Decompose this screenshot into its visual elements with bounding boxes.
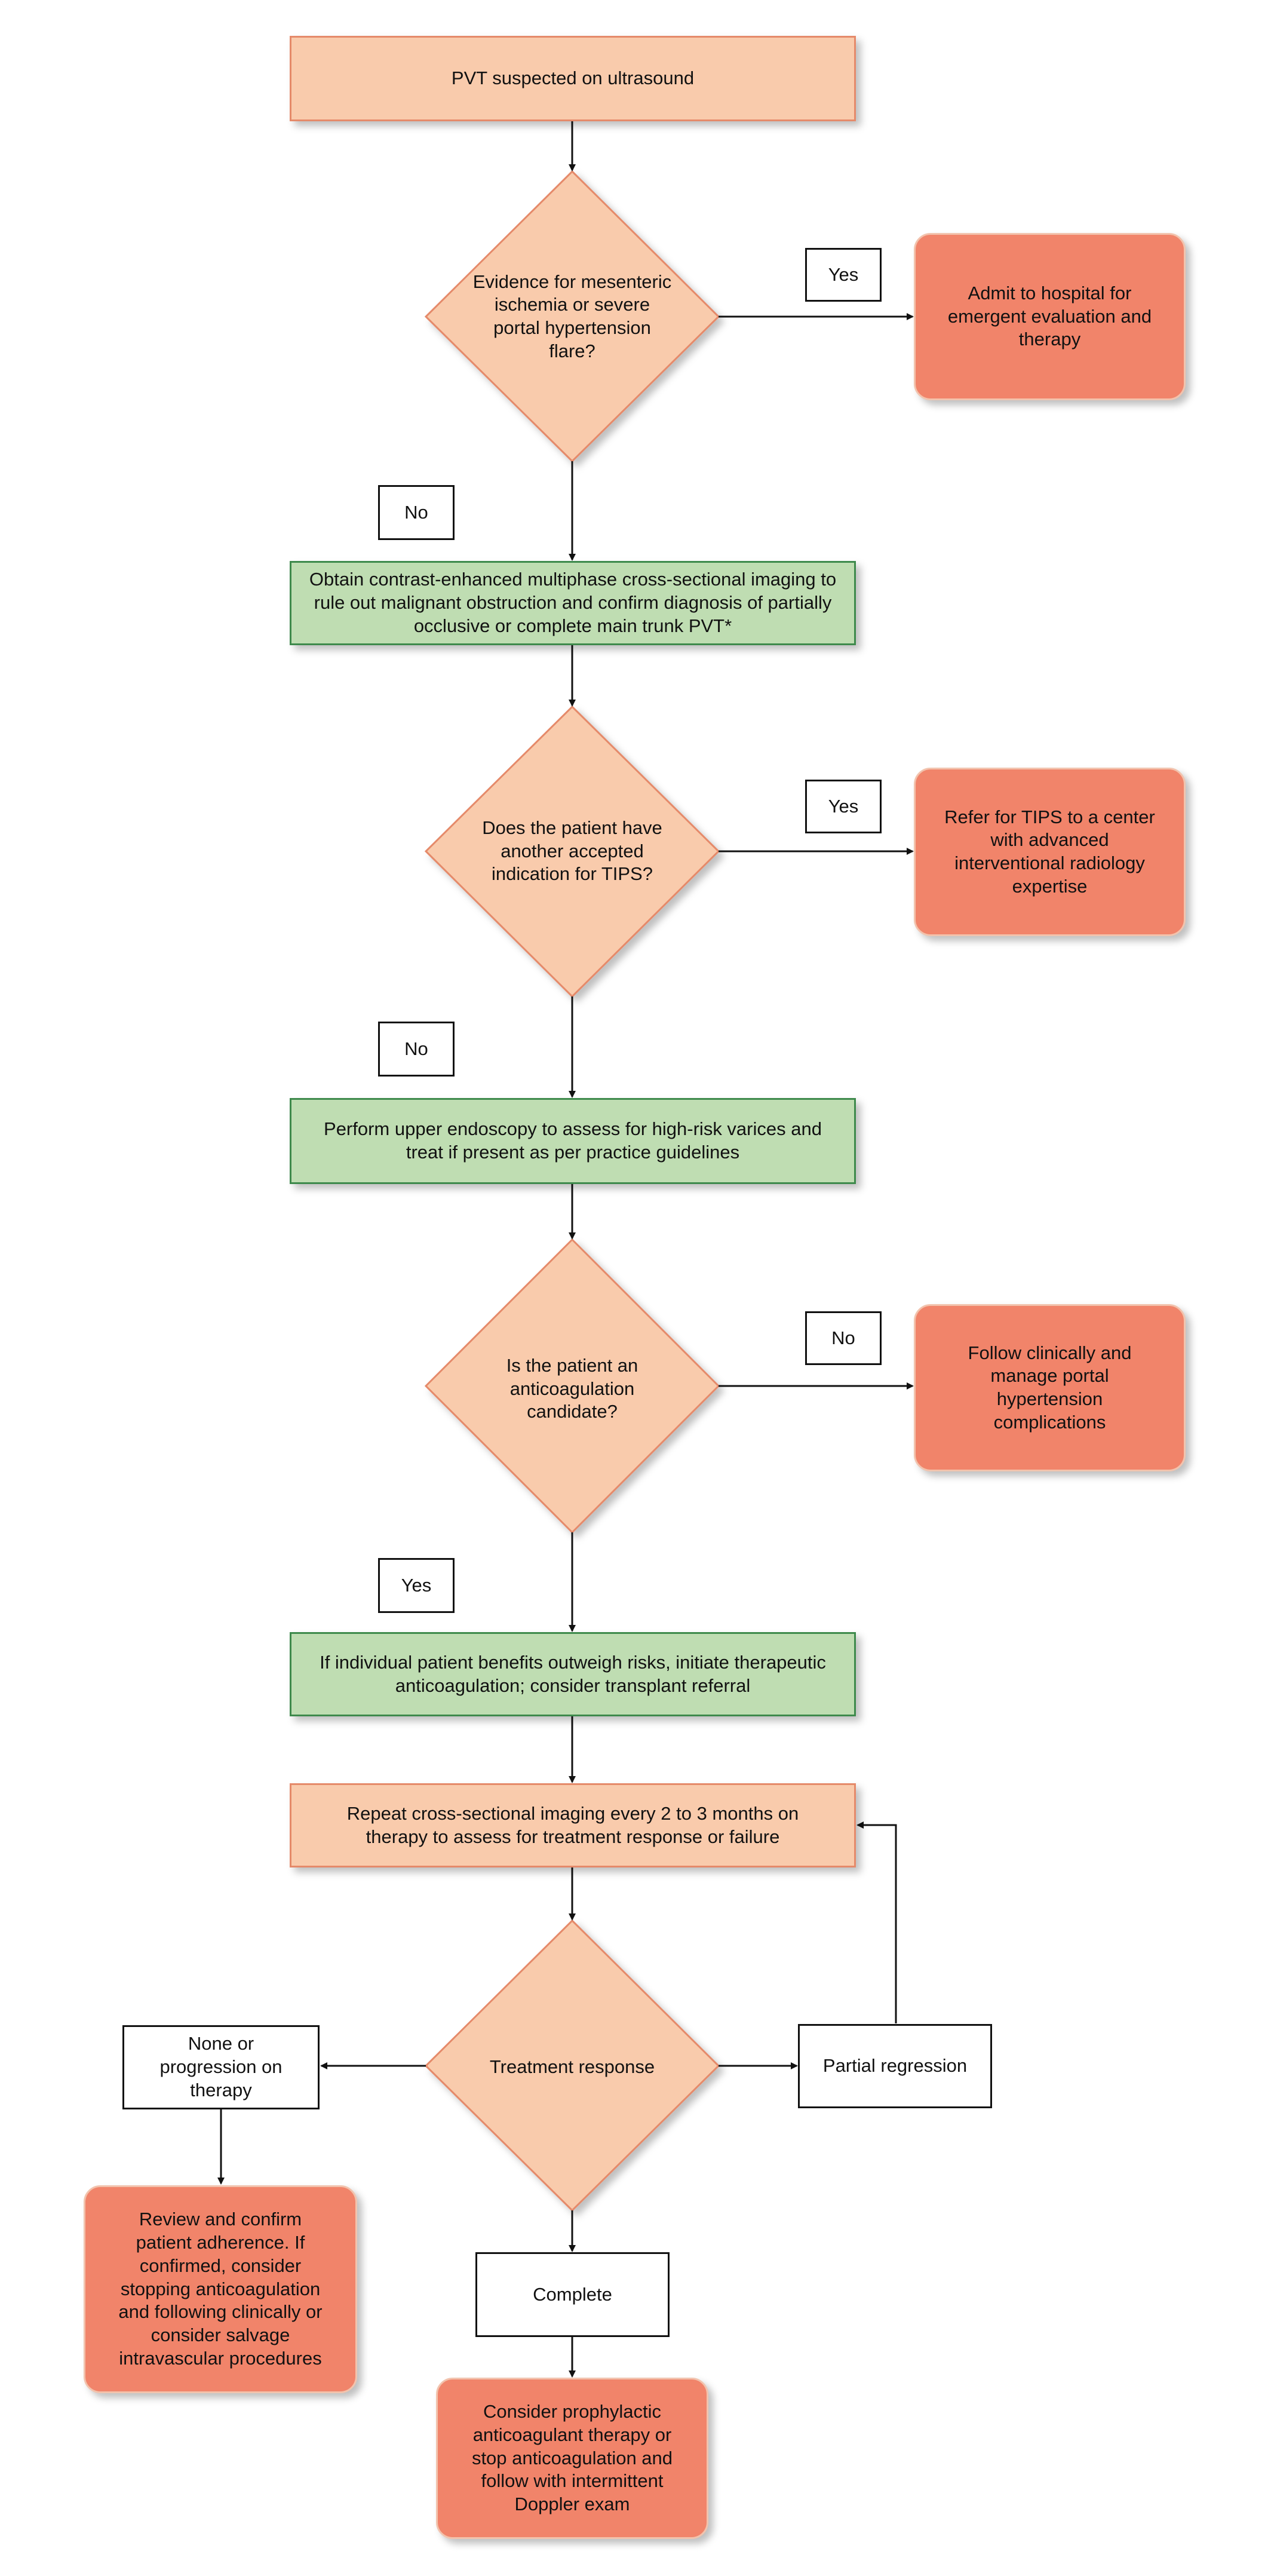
admit-node: Admit to hospital for emergent evaluatio…	[914, 233, 1186, 400]
label-yes-2: Yes	[805, 780, 882, 833]
decision-tips-text: Does the patient have another accepted i…	[482, 817, 662, 885]
imaging-node: Obtain contrast-enhanced multiphase cros…	[290, 561, 856, 645]
partial-regression-box: Partial regression	[798, 2024, 992, 2108]
endoscopy-node: Perform upper endoscopy to assess for hi…	[290, 1098, 856, 1184]
label-yes-1: Yes	[805, 248, 882, 302]
repeat-imaging-node: Repeat cross-sectional imaging every 2 t…	[290, 1783, 856, 1867]
decision-anticoag-text: Is the patient an anticoagulation candid…	[506, 1354, 638, 1422]
decision-mesenteric-text: Evidence for mesenteric ischemia or seve…	[472, 271, 672, 361]
label-no-3: No	[805, 1311, 882, 1365]
decision-response-text: Treatment response	[489, 2056, 655, 2077]
label-no-2: No	[378, 1022, 455, 1077]
follow-node: Follow clinically and manage portal hype…	[914, 1304, 1186, 1471]
label-yes-3: Yes	[378, 1558, 455, 1613]
connector-partial-loop	[856, 1821, 897, 2023]
prophylactic-node: Consider prophylactic anticoagulant ther…	[436, 2378, 708, 2539]
none-progression-box: None or progression on therapy	[122, 2025, 320, 2109]
review-node: Review and confirm patient adherence. If…	[84, 2185, 357, 2393]
anticoag-node: If individual patient benefits outweigh …	[290, 1632, 856, 1716]
label-no-1: No	[378, 485, 455, 540]
complete-box: Complete	[475, 2252, 670, 2337]
tips-node: Refer for TIPS to a center with advanced…	[914, 768, 1186, 936]
start-node: PVT suspected on ultrasound	[290, 36, 856, 121]
